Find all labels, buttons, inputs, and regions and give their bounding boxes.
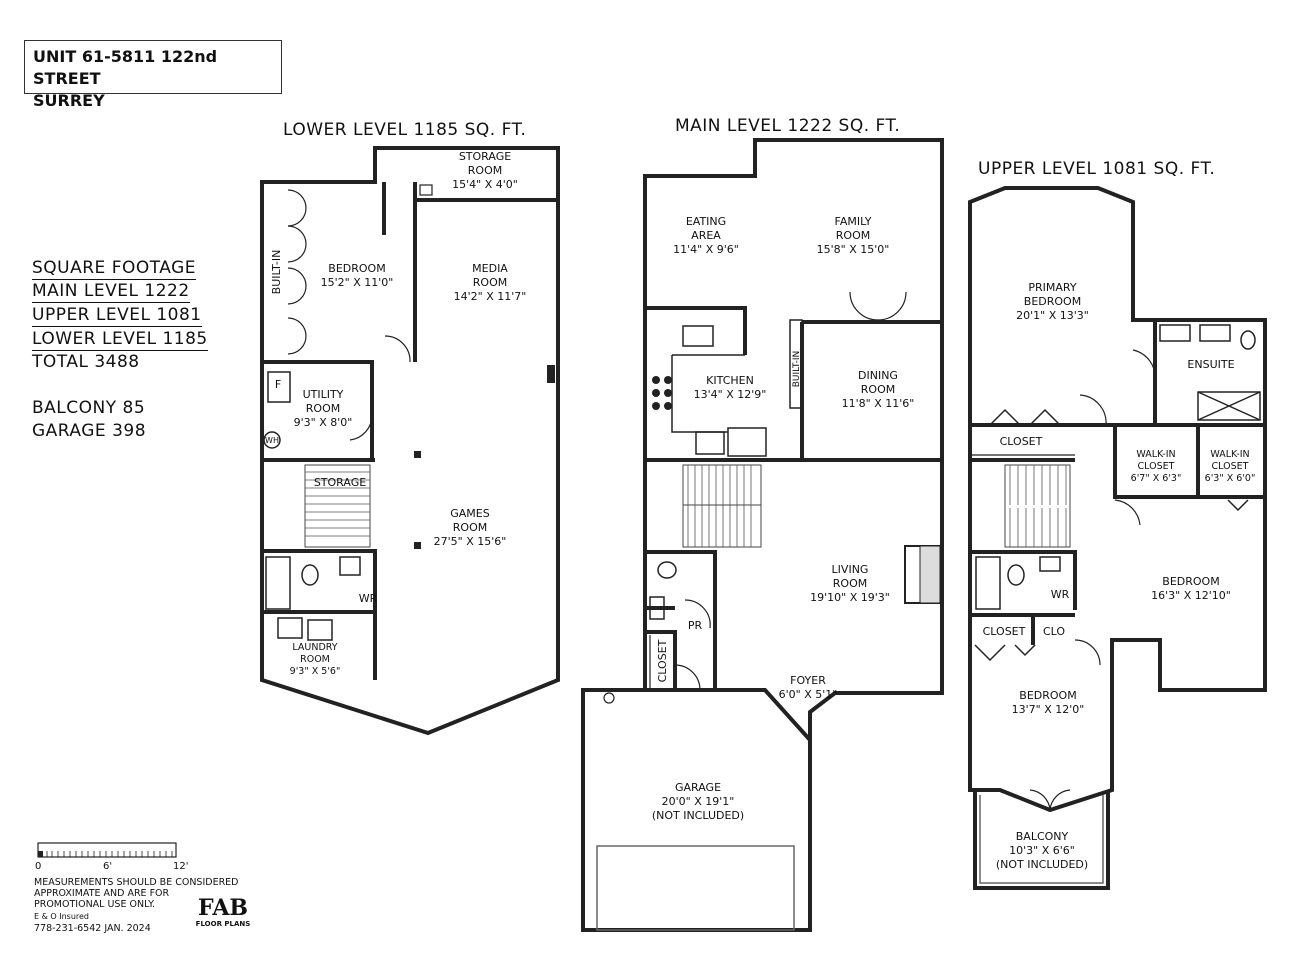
label-bedroom-upper-left: BEDROOM 13'7" X 12'0" [1011, 689, 1085, 716]
label-clo: CLO [1042, 625, 1066, 638]
label-foyer: FOYER 6'0" X 5'1" [778, 674, 838, 701]
main-level-title: MAIN LEVEL 1222 SQ. FT. [675, 116, 901, 136]
fab-floor-plans-logo: FAB FLOOR PLANS [192, 896, 254, 936]
scale-bar [37, 842, 177, 858]
label-closet-main: CLOSET [656, 639, 669, 683]
label-bedroom-upper-right: BEDROOM 16'3" X 12'10" [1151, 575, 1231, 602]
label-storage-room: STORAGE ROOM 15'4" X 4'0" [452, 150, 518, 191]
label-family-room: FAMILY ROOM 15'8" X 15'0" [816, 215, 890, 256]
label-bedroom-lower: BEDROOM 15'2" X 11'0" [320, 262, 394, 289]
label-furnace: F [274, 378, 282, 391]
label-ensuite: ENSUITE [1187, 358, 1235, 371]
scale-label-0: 0 [35, 861, 42, 872]
lower-level-title: LOWER LEVEL 1185 SQ. FT. [283, 120, 527, 140]
label-living-room: LIVING ROOM 19'10" X 19'3" [810, 563, 890, 604]
label-utility-room: UTILITY ROOM 9'3" X 8'0" [293, 388, 353, 429]
label-built-in-lower: BUILT-IN [270, 249, 283, 295]
address-line-2: SURREY [33, 91, 105, 110]
sq-balcony: BALCONY 85 [32, 398, 146, 418]
label-kitchen: KITCHEN 13'4" X 12'9" [693, 374, 767, 401]
label-storage-under-stairs: STORAGE [313, 476, 367, 489]
note-line-3: PROMOTIONAL USE ONLY. [34, 899, 155, 910]
label-wr-upper: WR [1050, 588, 1070, 601]
label-walk-in-closet-1: WALK-IN CLOSET 6'7" X 6'3" [1130, 449, 1182, 484]
address-box: UNIT 61-5811 122nd STREET SURREY [24, 40, 282, 110]
label-games-room: GAMES ROOM 27'5" X 15'6" [433, 507, 507, 548]
label-dining-room: DINING ROOM 11'8" X 11'6" [841, 369, 915, 410]
label-closet-upper-2: CLOSET [982, 625, 1026, 638]
note-line-4: E & O Insured [34, 912, 89, 921]
label-balcony: BALCONY 10'3" X 6'6" (NOT INCLUDED) [995, 830, 1089, 871]
label-media-room: MEDIA ROOM 14'2" X 11'7" [453, 262, 527, 303]
label-powder-room: PR [687, 619, 703, 632]
scale-label-6: 6' [103, 861, 113, 872]
label-laundry-room: LAUNDRY ROOM 9'3" X 5'6" [289, 642, 341, 677]
sq-garage: GARAGE 398 [32, 421, 147, 441]
address-line-1: UNIT 61-5811 122nd STREET [33, 47, 218, 88]
note-line-2: APPROXIMATE AND ARE FOR [34, 888, 170, 899]
sq-upper-level: UPPER LEVEL 1081 [32, 305, 202, 327]
logo-mark: FAB [198, 895, 248, 921]
label-closet-upper: CLOSET [999, 435, 1043, 448]
note-line-5: 778-231-6542 JAN. 2024 [34, 923, 151, 934]
sq-lower-level: LOWER LEVEL 1185 [32, 329, 208, 351]
label-primary-bedroom: PRIMARY BEDROOM 20'1" X 13'3" [1016, 281, 1089, 322]
square-footage-heading: SQUARE FOOTAGE [32, 258, 197, 280]
upper-level-outline [968, 186, 1267, 813]
label-walk-in-closet-2: WALK-IN CLOSET 6'3" X 6'0" [1204, 449, 1256, 484]
label-wr-lower: WR [358, 592, 378, 605]
scale-label-12: 12' [173, 861, 189, 872]
note-line-1: MEASUREMENTS SHOULD BE CONSIDERED [34, 877, 239, 888]
label-eating-area: EATING AREA 11'4" X 9'6" [673, 215, 739, 256]
sq-total: TOTAL 3488 [32, 352, 140, 372]
label-water-heater: WH [265, 436, 279, 445]
sq-main-level: MAIN LEVEL 1222 [32, 281, 190, 303]
label-garage: GARAGE 20'0" X 19'1" (NOT INCLUDED) [651, 781, 745, 822]
label-built-in-main: BUILT-IN [792, 350, 802, 388]
logo-subtitle: FLOOR PLANS [195, 920, 251, 928]
upper-level-title: UPPER LEVEL 1081 SQ. FT. [978, 159, 1216, 179]
lower-level-outline [260, 146, 560, 736]
